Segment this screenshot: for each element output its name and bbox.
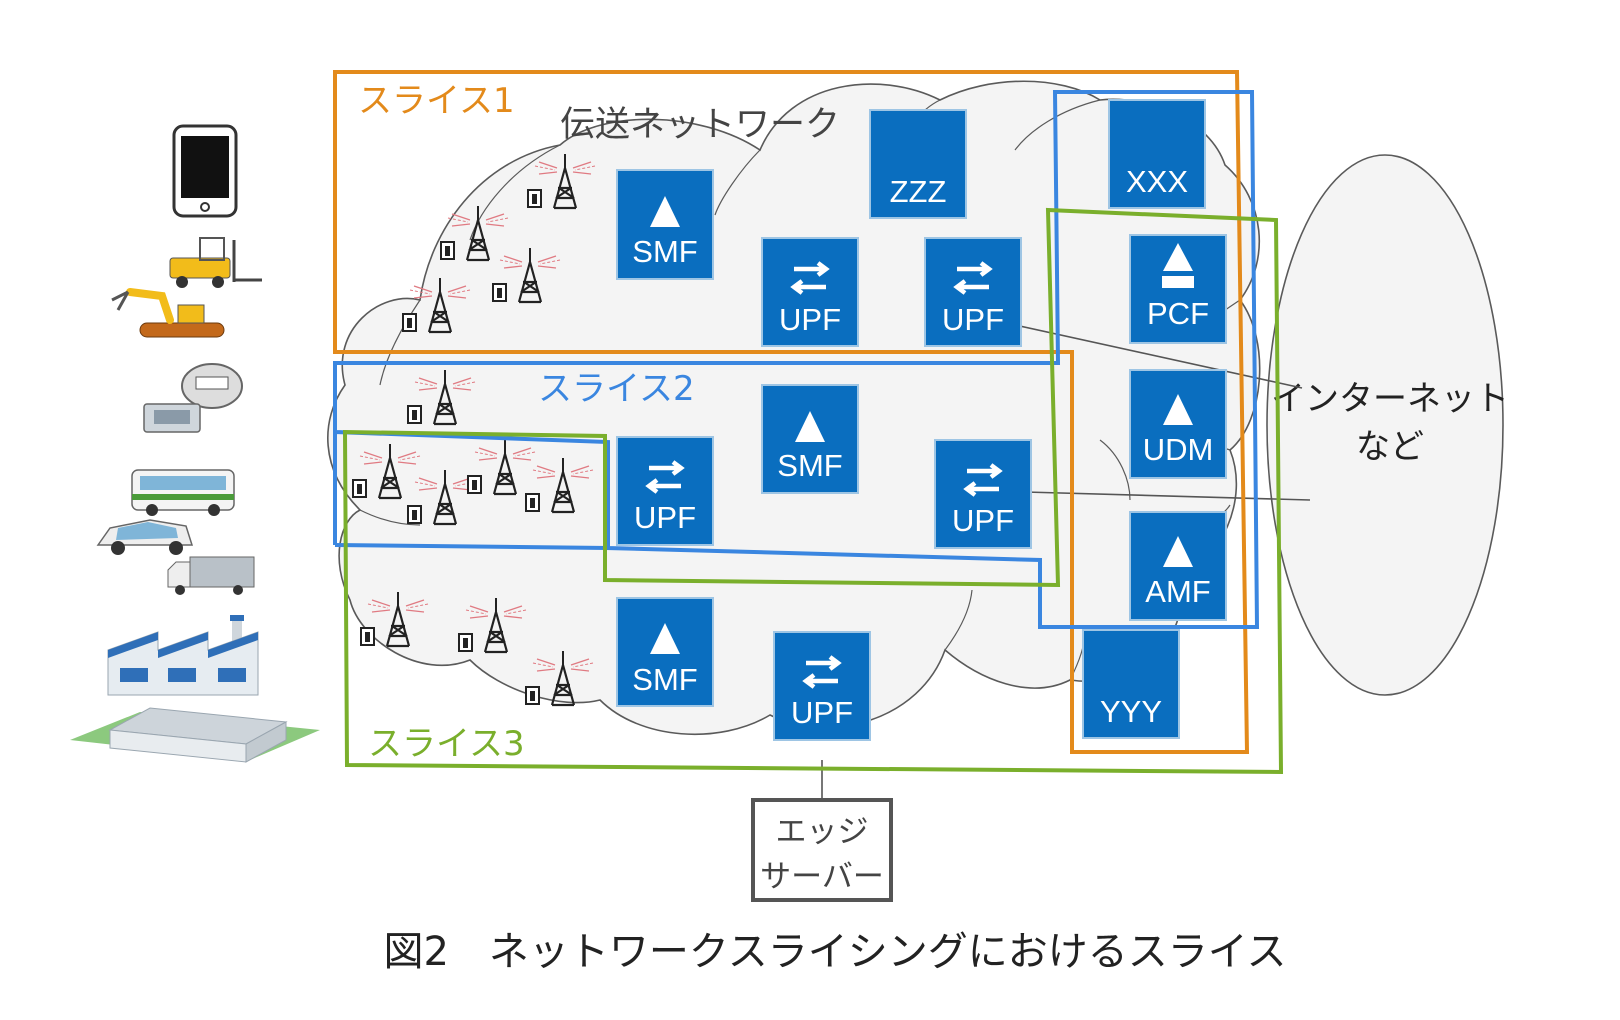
car-icon [96,519,194,555]
truck-icon [167,556,255,595]
warehouse-icon [70,707,320,763]
bar-icon [1162,276,1194,288]
internet-label: インターネット [1271,379,1509,419]
svg-text:UPF: UPF [952,503,1014,538]
slice-3-outline [342,207,1284,775]
network-functions: SMF UPF ZZZ UPF XXX PCF [616,99,1227,741]
svg-text:UDM: UDM [1143,432,1214,467]
upf-block: UPF [773,631,871,741]
triangle-icon [1163,243,1193,271]
edge-server-label-sub: サーバー [760,859,884,895]
zzz-block: ZZZ [869,109,967,219]
svg-text:ZZZ: ZZZ [890,174,947,209]
slice-outlines [333,70,1284,775]
yyy-block: YYY [1082,629,1180,739]
slice-2-label: スライス2 [538,369,695,409]
svg-text:XXX: XXX [1126,164,1188,199]
slice-3-label: スライス3 [368,724,525,764]
slice-2-outline [333,90,1260,629]
smart-meter-icon [143,363,243,433]
upf-block: UPF [616,436,714,546]
amf-block: AMF [1129,511,1227,621]
transport-network-label: 伝送ネットワーク [560,105,840,145]
svg-text:SMF: SMF [777,448,842,483]
smf-block: SMF [616,597,714,707]
svg-text:SMF: SMF [632,234,697,269]
device-icons [70,124,320,763]
slice-1-label: スライス1 [358,81,515,121]
upf-block: UPF [761,237,859,347]
smf-block: SMF [616,169,714,280]
factory-icon [107,615,259,696]
smf-block: SMF [761,384,859,494]
edge-server-box: エッジ サーバー [751,798,893,902]
figure-caption: 図2 ネットワークスライシングにおけるスライス [383,929,1286,975]
svg-text:AMF: AMF [1145,574,1210,609]
svg-text:PCF: PCF [1147,296,1209,331]
smartphone-icon [172,124,238,218]
svg-text:UPF: UPF [791,695,853,730]
internet-ellipse [1266,154,1504,696]
bus-icon [131,469,235,516]
internet-label-sub: など [1356,427,1424,467]
svg-text:UPF: UPF [779,302,841,337]
edge-server-label: エッジ [776,814,869,850]
xxx-block: XXX [1108,99,1206,209]
svg-text:SMF: SMF [632,662,697,697]
pcf-block: PCF [1129,234,1227,344]
svg-text:UPF: UPF [942,302,1004,337]
svg-text:UPF: UPF [634,500,696,535]
industrial-machinery-icon [111,237,262,338]
upf-block: UPF [924,237,1022,347]
slice-1-outline [333,70,1250,754]
svg-text:YYY: YYY [1100,694,1162,729]
upf-block: UPF [934,439,1032,549]
udm-block: UDM [1129,369,1227,479]
